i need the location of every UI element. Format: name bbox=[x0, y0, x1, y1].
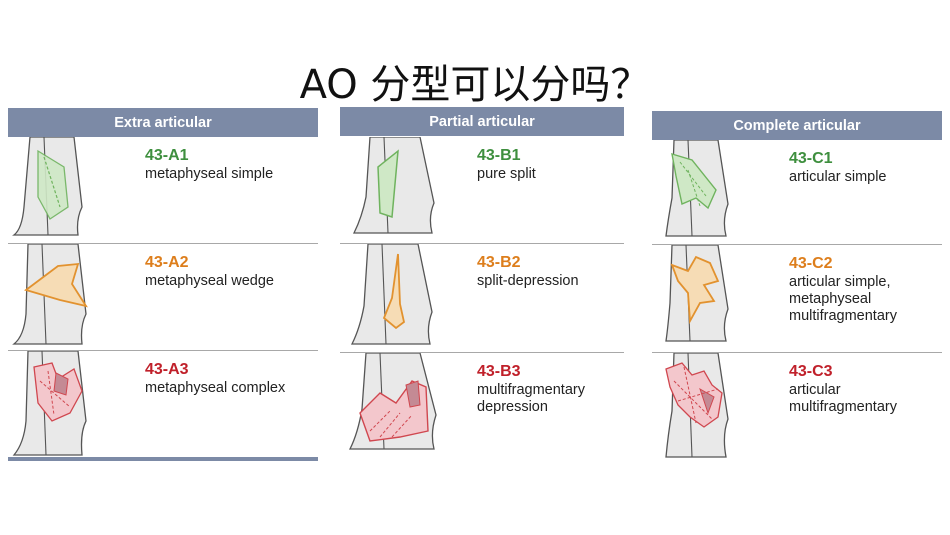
fracture-row-c2: 43-C2 articular simple, metaphyseal mult… bbox=[652, 245, 942, 352]
bone-illustration-c1 bbox=[665, 140, 729, 237]
fracture-code: 43-C1 bbox=[789, 150, 833, 167]
panel-header: Extra articular bbox=[8, 108, 318, 137]
fracture-description: metaphyseal simple bbox=[145, 166, 274, 182]
fracture-row-a1: 43-A1 metaphyseal simple bbox=[8, 137, 318, 244]
fracture-description: split-depression bbox=[477, 273, 579, 289]
panel-header: Complete articular bbox=[652, 111, 942, 140]
fracture-description: metaphyseal wedge bbox=[145, 273, 274, 289]
row-divider bbox=[340, 243, 624, 244]
slide-title: AO 分型可以分吗？ bbox=[299, 62, 651, 108]
row-divider bbox=[8, 350, 318, 351]
bone-illustration-b3 bbox=[348, 353, 437, 450]
fracture-row-a3: 43-A3 metaphyseal complex bbox=[8, 351, 318, 458]
panel-bottom-bar bbox=[8, 457, 318, 461]
fracture-description: pure split bbox=[477, 166, 536, 182]
bone-illustration-a1 bbox=[12, 137, 83, 236]
fracture-code: 43-A2 bbox=[145, 254, 189, 271]
fracture-code: 43-B2 bbox=[477, 254, 521, 271]
fracture-description: multifragmentary depression bbox=[477, 382, 585, 415]
bone-illustration-a2 bbox=[12, 244, 88, 345]
row-divider bbox=[340, 352, 624, 353]
fracture-description: articular multifragmentary bbox=[789, 382, 897, 415]
panel-complete-articular: Complete articular 43-C1 articular simpl… bbox=[652, 111, 942, 464]
fracture-row-b2: 43-B2 split-depression bbox=[340, 244, 624, 351]
fracture-code: 43-B1 bbox=[477, 147, 521, 164]
fracture-description: metaphyseal complex bbox=[145, 380, 286, 396]
row-divider bbox=[8, 243, 318, 244]
panel-extra-articular: Extra articular 43-A1 metaphyseal simple… bbox=[8, 108, 318, 461]
fracture-row-c3: 43-C3 articular multifragmentary bbox=[652, 353, 942, 460]
fracture-description: articular simple, metaphyseal multifragm… bbox=[789, 274, 897, 324]
bone-illustration-c2 bbox=[665, 245, 729, 342]
fracture-row-c1: 43-C1 articular simple bbox=[652, 140, 942, 247]
bone-illustration-b1 bbox=[352, 137, 435, 234]
fracture-code: 43-A1 bbox=[145, 147, 189, 164]
fracture-row-b1: 43-B1 pure split bbox=[340, 137, 624, 244]
fracture-description: articular simple bbox=[789, 169, 887, 185]
fracture-code: 43-B3 bbox=[477, 363, 521, 380]
fracture-code: 43-C3 bbox=[789, 363, 833, 380]
row-divider bbox=[652, 352, 942, 353]
fracture-code: 43-C2 bbox=[789, 255, 833, 272]
panel-partial-articular: Partial articular 43-B1 pure split 43-B2… bbox=[340, 107, 624, 460]
row-divider bbox=[652, 244, 942, 245]
fracture-code: 43-A3 bbox=[145, 361, 189, 378]
bone-illustration-a3 bbox=[12, 351, 87, 456]
fracture-row-b3: 43-B3 multifragmentary depression bbox=[340, 353, 624, 460]
bone-illustration-c3 bbox=[665, 353, 729, 458]
bone-illustration-b2 bbox=[350, 244, 433, 345]
fracture-row-a2: 43-A2 metaphyseal wedge bbox=[8, 244, 318, 351]
panel-header: Partial articular bbox=[340, 107, 624, 136]
